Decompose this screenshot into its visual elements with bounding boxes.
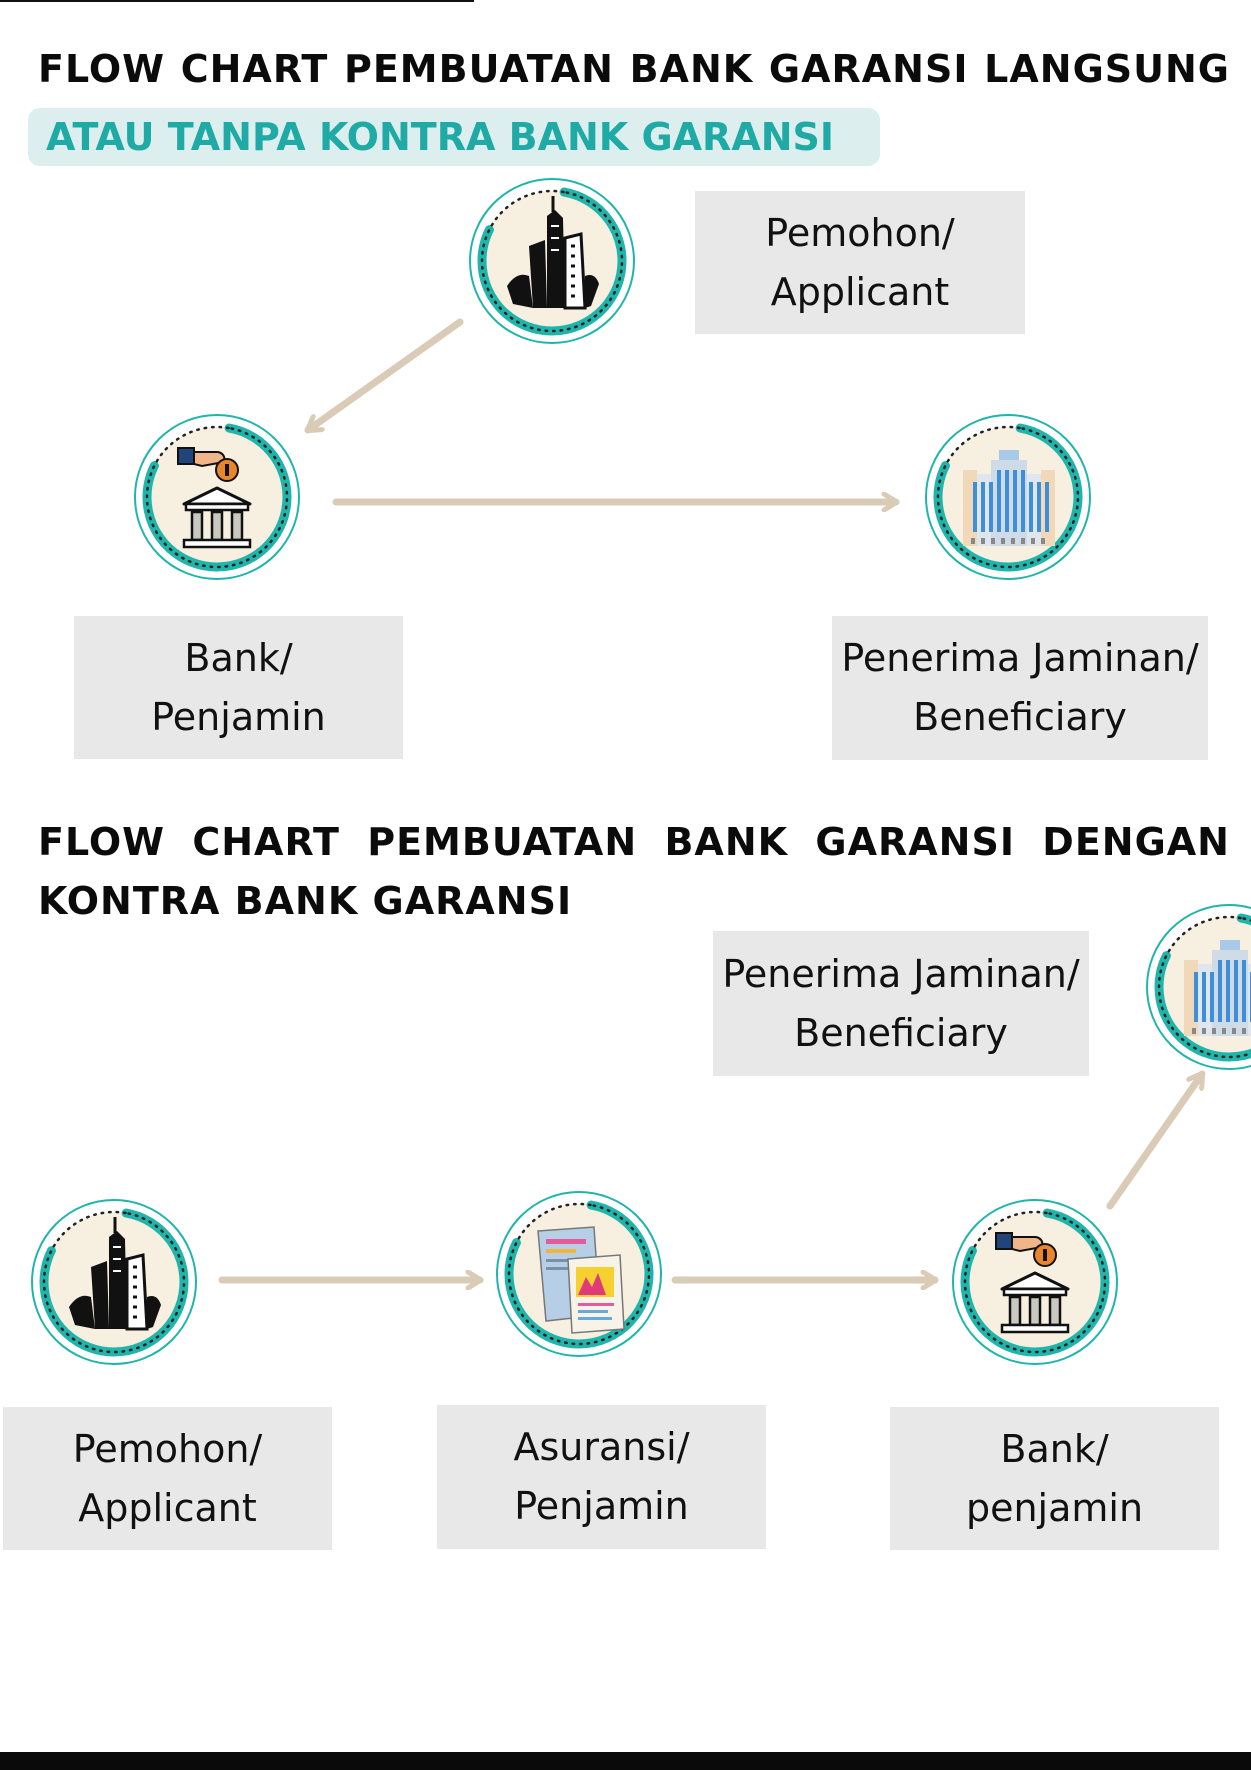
arrow-bank-to-beneficiary-2	[1106, 1070, 1206, 1210]
s1-bank-node	[132, 412, 302, 582]
s2-applicant-label: Pemohon/Applicant	[3, 1407, 332, 1550]
documents-chart-icon	[494, 1189, 664, 1359]
bank-deposit-icon	[950, 1197, 1120, 1367]
s2-bank-label: Bank/penjamin	[890, 1407, 1219, 1550]
corporate-buildings-icon	[467, 176, 637, 346]
arrow-applicant-to-bank	[304, 318, 464, 434]
bottom-bar	[0, 1752, 1251, 1770]
section1-subtitle: ATAU TANPA KONTRA BANK GARANSI	[28, 108, 880, 166]
s1-applicant-label: Pemohon/Applicant	[695, 191, 1025, 334]
s1-beneficiary-label: Penerima Jaminan/Beneficiary	[832, 616, 1208, 760]
office-tower-icon	[923, 412, 1093, 582]
bank-deposit-icon	[132, 412, 302, 582]
s2-beneficiary-node	[1144, 902, 1251, 1072]
s2-insurance-node	[494, 1189, 664, 1359]
s2-bank-node	[950, 1197, 1120, 1367]
s1-applicant-node	[467, 176, 637, 346]
s2-applicant-node	[29, 1197, 199, 1367]
s2-insurance-label: Asuransi/Penjamin	[437, 1405, 766, 1549]
s2-beneficiary-label: Penerima Jaminan/Beneficiary	[713, 931, 1089, 1076]
corporate-buildings-icon	[29, 1197, 199, 1367]
s1-bank-label: Bank/Penjamin	[74, 616, 403, 759]
section1-title: FLOW CHART PEMBUATAN BANK GARANSI LANGSU…	[38, 47, 1230, 91]
office-tower-icon	[1144, 902, 1251, 1072]
top-rule	[0, 0, 474, 2]
s1-beneficiary-node	[923, 412, 1093, 582]
section2-title: FLOW CHART PEMBUATAN BANK GARANSI DENGAN…	[38, 820, 1230, 923]
